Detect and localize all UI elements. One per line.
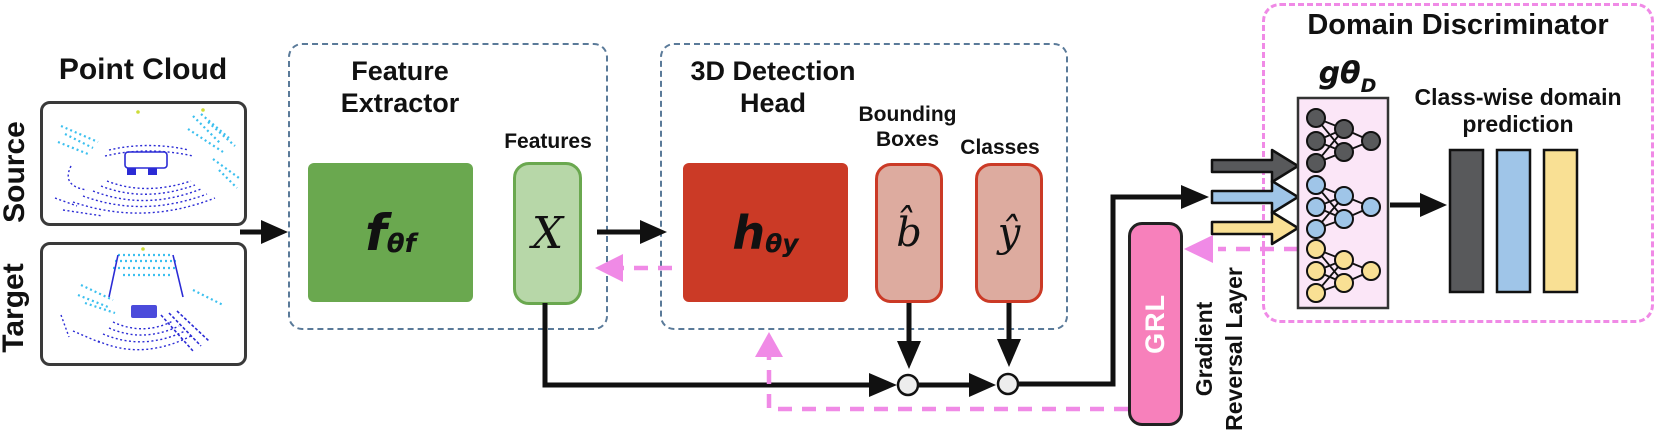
grl-block: GRL [1128, 222, 1183, 426]
grl-caption: Gradient Reversal Layer [1191, 267, 1247, 431]
features-label: Features [504, 130, 592, 153]
features-block: X [513, 162, 582, 305]
concat-nodes [896, 372, 1020, 397]
discriminator-network-label: gθD [1300, 56, 1395, 97]
grl-label: GRL [1139, 293, 1170, 354]
classes-block: ŷ [975, 163, 1043, 303]
feature-extractor-title: Feature Extractor [340, 56, 460, 118]
domain-discriminator-module [1262, 3, 1654, 323]
f-symbol: f [365, 203, 387, 262]
detection-head-title: 3D Detection Head [690, 56, 856, 118]
y-hat-symbol: ŷ [997, 210, 1021, 256]
point-cloud-title: Point Cloud [58, 53, 228, 86]
car-shadow [127, 168, 136, 175]
source-lidar-sketch [54, 108, 240, 217]
source-label: Source [0, 121, 31, 223]
target-label: Target [0, 263, 30, 353]
target-lidar-sketch [60, 247, 224, 352]
bounding-boxes-label: Bounding Boxes [858, 103, 957, 151]
concat-node-classes [996, 372, 1020, 396]
g-subscript: D [1360, 74, 1377, 97]
h-symbol: h [732, 205, 766, 260]
x-symbol: X [531, 208, 564, 259]
f-subscript: θf [386, 229, 416, 260]
g-symbol: gθ [1318, 56, 1361, 91]
class-wise-prediction-label: Class-wise domain prediction [1414, 84, 1622, 138]
b-hat-symbol: b̂ [896, 210, 922, 256]
target-point-cloud-image [40, 242, 247, 366]
classes-label: Classes [960, 136, 1040, 159]
gradient-grl-to-head [766, 354, 1128, 412]
feature-extractor-module [288, 43, 608, 330]
bounding-boxes-block: b̂ [875, 163, 943, 303]
domain-discriminator-title: Domain Discriminator [1307, 9, 1609, 41]
h-subscript: θy [765, 229, 799, 259]
concat-node-boxes [896, 373, 920, 397]
source-point-cloud-image [40, 101, 247, 226]
